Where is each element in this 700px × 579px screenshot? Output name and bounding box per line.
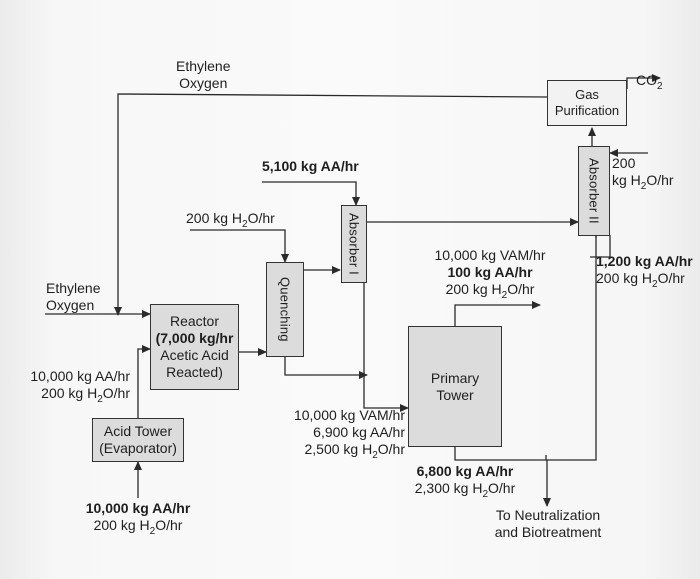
acid-tower-vapor-line1: 10,000 kg AA/hr (30, 368, 130, 384)
quenching-box: Quenching (266, 262, 304, 357)
top-feed-line (114, 93, 548, 316)
primary-overhead-line (454, 301, 541, 326)
absorber2-box: Absorber II (578, 146, 610, 236)
waste-out-label: To Neutralization and Biotreatment (486, 507, 610, 541)
top-feed-oxygen: Oxygen (179, 75, 228, 91)
primary-bottoms-label: 6,800 kg AA/hr 2,300 kg H2O/hr (406, 463, 524, 500)
primary-overhead-line3: 200 kg H2O/hr (445, 281, 535, 301)
primary-feed-line2: 6,900 kg AA/hr (313, 424, 405, 440)
left-feed-ethylene: Ethylene (46, 280, 101, 296)
quenching-label: Quenching (277, 277, 293, 342)
absorber2-bottoms-line2: 200 kg H2O/hr (596, 270, 685, 287)
absorber1-label: Absorber I (346, 213, 362, 275)
co2-sub: 2 (657, 80, 663, 92)
absorber1-to-primary (363, 283, 409, 412)
left-feed-oxygen: Oxygen (46, 297, 95, 313)
co2-text: CO (636, 72, 657, 88)
absorber2-water-line1: 200 (612, 155, 636, 171)
quench-bottom-to-primary (284, 357, 368, 379)
primary-overhead-line2: 100 kg AA/hr (447, 264, 533, 280)
absorber2-bottoms-label: 1,200 kg AA/hr 200 kg H2O/hr (596, 253, 700, 287)
absorber1-box: Absorber I (341, 205, 367, 283)
acid-tower-vapor-label: 10,000 kg AA/hr 200 kg H2O/hr (8, 368, 130, 405)
waste-out-line1: To Neutralization (495, 507, 601, 523)
waste-out-line2: and Biotreatment (494, 524, 602, 540)
co2-label: CO2 (636, 72, 663, 92)
reactor-box: Reactor (7,000 kg/hr Acetic Acid Reacted… (150, 304, 239, 390)
absorber2-bottoms-line1: 1,200 kg AA/hr (596, 253, 693, 269)
quench-water-label: 200 kg H2O/hr (186, 210, 275, 230)
primary-tower-box: Primary Tower (408, 326, 502, 447)
primary-feed-line3: 2,500 kg H2O/hr (304, 441, 405, 461)
primary-bottoms-line1: 6,800 kg AA/hr (416, 463, 514, 479)
absorber1-aa-line (262, 181, 360, 206)
acid-tower-to-reactor (137, 345, 151, 418)
gas-purification-line2: Purification (554, 103, 620, 118)
primary-feed-label: 10,000 kg VAM/hr 6,900 kg AA/hr 2,500 kg… (280, 407, 405, 461)
left-feed-label: Ethylene Oxygen (46, 280, 100, 314)
absorber1-aa-label: 5,100 kg AA/hr (262, 158, 359, 174)
primary-overhead-label: 10,000 kg VAM/hr 100 kg AA/hr 200 kg H2O… (424, 247, 556, 301)
acid-tower-vapor-line2: 200 kg H2O/hr (41, 385, 130, 405)
top-feed-ethylene: Ethylene (176, 58, 231, 74)
reactor-line1: Reactor (169, 313, 219, 329)
acid-tower-feed-line1: 10,000 kg AA/hr (85, 500, 191, 516)
acid-tower-line1: Acid Tower (103, 423, 173, 439)
primary-tower-line2: Tower (436, 386, 474, 403)
acid-tower-line2: (Evaporator) (99, 440, 177, 456)
absorber2-water-label: 200 kg H2O/hr (612, 155, 698, 189)
acid-tower-feed-line2: 200 kg H2O/hr (93, 517, 183, 537)
primary-overhead-line1: 10,000 kg VAM/hr (434, 247, 546, 263)
gas-purification-box: Gas Purification (547, 80, 627, 126)
reactor-line2: (7,000 kg/hr (155, 330, 234, 346)
acid-tower-box: Acid Tower (Evaporator) (92, 418, 184, 462)
gas-purification-line1: Gas (575, 87, 599, 102)
primary-bottoms-line (454, 236, 597, 461)
quench-water-line (190, 229, 289, 263)
co2-out-line (626, 74, 661, 89)
reactor-line3: Acetic Acid (160, 347, 229, 363)
top-feed-label: Ethylene Oxygen (176, 58, 230, 92)
absorber2-label: Absorber II (586, 158, 602, 224)
primary-tower-line1: Primary (430, 369, 480, 386)
primary-bottoms-line2: 2,300 kg H2O/hr (414, 480, 516, 500)
absorber2-water-line2: kg H2O/hr (612, 172, 674, 189)
absorber2-bottoms-line (590, 235, 611, 258)
reactor-line4: Reacted) (166, 364, 223, 380)
acid-tower-feed-label: 10,000 kg AA/hr 200 kg H2O/hr (76, 500, 200, 537)
primary-feed-line1: 10,000 kg VAM/hr (293, 407, 405, 423)
